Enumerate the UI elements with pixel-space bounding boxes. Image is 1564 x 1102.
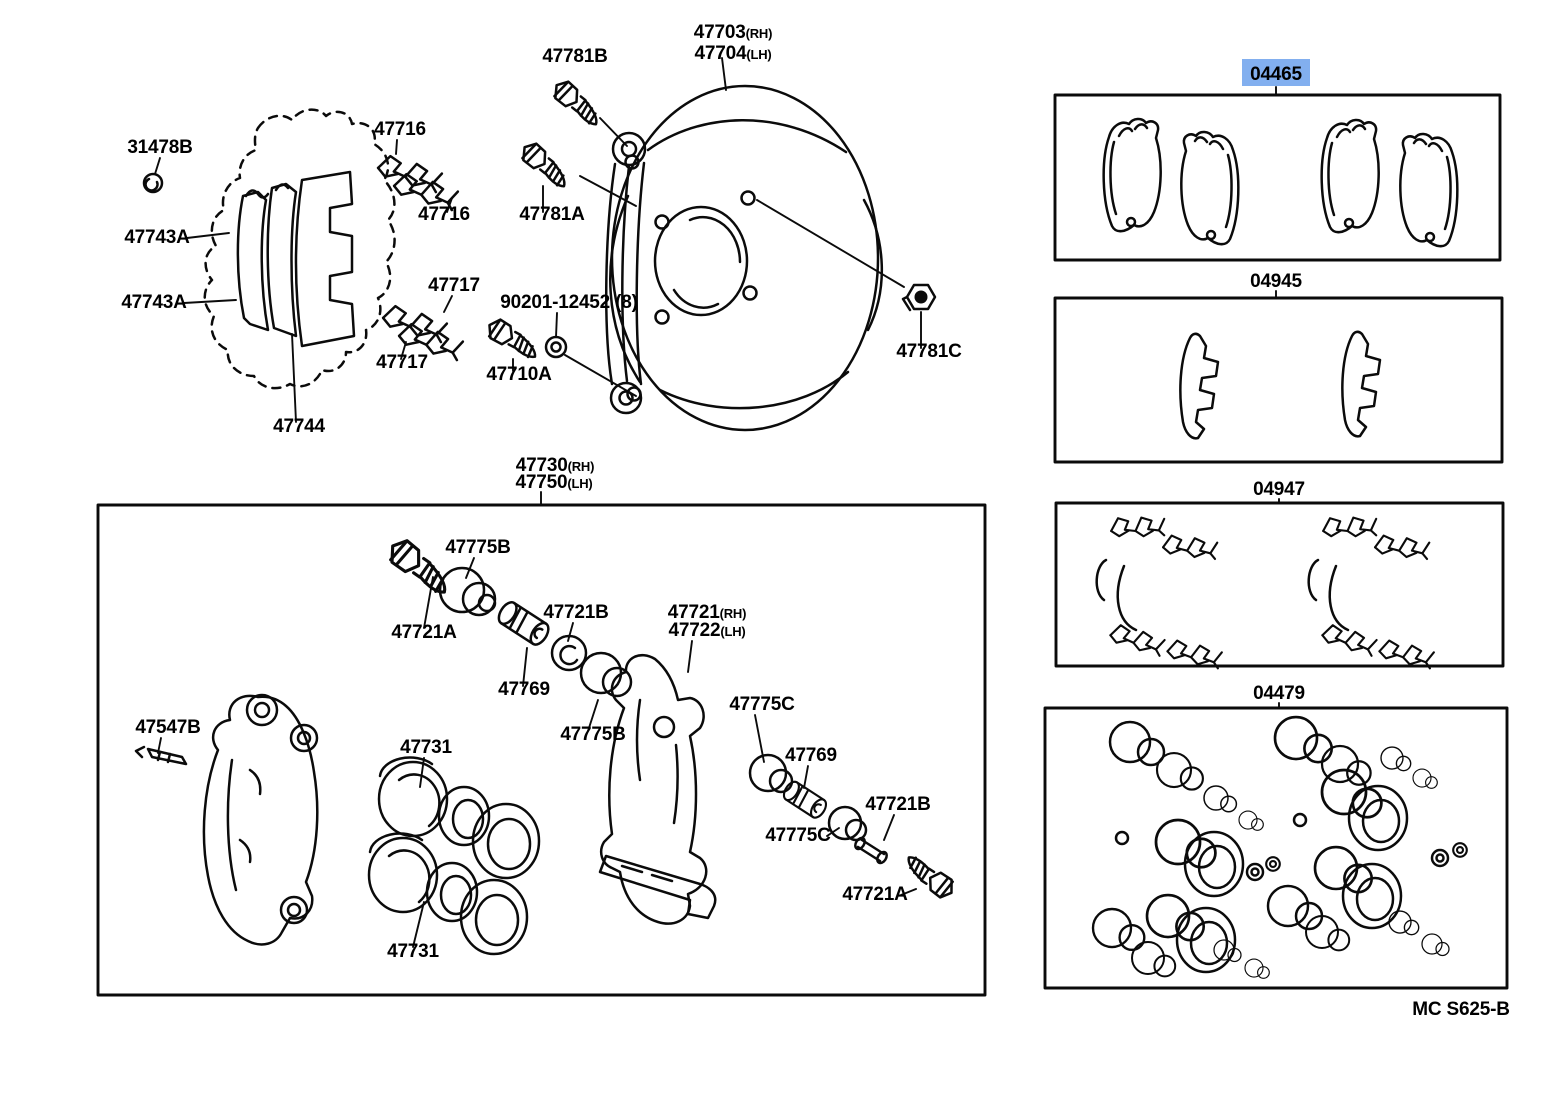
part-label-47775B-b: 47775B — [560, 724, 625, 745]
pin-bolt-47721A-2-illustration — [898, 852, 959, 903]
shim-kit-contents — [1179, 330, 1382, 440]
bleeder-plug-47781B-illustration — [548, 76, 608, 129]
bleeder-screw-47547B-illustration — [134, 745, 188, 766]
part-label-47703-rh: 47703(RH) — [694, 22, 772, 43]
part-label-47775B-a: 47775B — [445, 537, 510, 558]
boot-47775C-2-illustration — [827, 805, 868, 842]
part-label-47721B-a: 47721B — [543, 602, 608, 623]
drawing-code: MC S625-B — [1412, 999, 1509, 1020]
cylinder-assembly-box — [96, 503, 987, 997]
brake-pads-47743A-illustration — [236, 170, 356, 348]
dust-cover-illustration — [605, 84, 883, 432]
kit-label-04479: 04479 — [1253, 683, 1305, 704]
part-label-31478B: 31478B — [127, 137, 192, 158]
bleeder-plug-47781A-illustration — [516, 138, 576, 191]
kit-label-04465-highlighted: 04465 — [1250, 64, 1302, 85]
pistons-47731-illustration — [367, 756, 541, 956]
part-label-47775C-b: 47775C — [765, 825, 831, 846]
part-label-47781C: 47781C — [896, 341, 962, 362]
part-label-47769-b: 47769 — [785, 745, 837, 766]
part-label-47769-a: 47769 — [498, 679, 550, 700]
caliper-body-illustration — [202, 693, 319, 946]
part-label-47721A-b: 47721A — [842, 884, 908, 905]
part-label-47781B: 47781B — [542, 46, 607, 67]
lock-nut-47781C-illustration — [901, 283, 937, 312]
highlight-background — [1242, 59, 1310, 86]
part-label-47722-lh: 47722(LH) — [668, 620, 745, 641]
boot-47775C-1-illustration — [748, 753, 794, 794]
bushing-47721B-1-illustration — [550, 634, 588, 672]
part-label-47721B-b: 47721B — [865, 794, 930, 815]
part-label-47744: 47744 — [273, 416, 325, 437]
cylinder-kit-contents — [1091, 715, 1468, 979]
part-label-47721-rh: 47721(RH) — [668, 602, 746, 623]
part-label-47721A-a: 47721A — [391, 622, 457, 643]
fitting-kit-contents — [1095, 507, 1436, 670]
part-label-47547B: 47547B — [135, 717, 200, 738]
part-labels: 47703(RH) 47704(LH) 47781B 31478B 47716 … — [121, 22, 962, 962]
part-label-47775C-a: 47775C — [729, 694, 795, 715]
boot-47775B-1-illustration — [438, 566, 497, 617]
part-label-47717-a: 47717 — [428, 275, 480, 296]
pad-kit-contents — [1102, 117, 1459, 248]
part-label-47743A-a: 47743A — [124, 227, 190, 248]
fitting-bolt-47710A-illustration — [483, 315, 544, 362]
pad-kit-panel — [1053, 93, 1502, 262]
part-label-47730-rh: 47730(RH) — [516, 455, 594, 476]
cylinder-kit-panel — [1043, 706, 1509, 990]
shim-kit-panel — [1053, 296, 1504, 464]
part-label-47717-b: 47717 — [376, 352, 428, 373]
mounting-bracket-47721-illustration — [598, 654, 717, 925]
kit-label-04947: 04947 — [1253, 479, 1305, 500]
boot-47775B-2-illustration — [579, 651, 633, 698]
kit-panel-labels: 04465 04945 04947 04479 — [1242, 59, 1310, 704]
bushing-pin-47721B-2-illustration — [854, 836, 888, 865]
part-label-90201-12452: 90201-12452 (8) — [500, 292, 638, 313]
part-label-47716-a: 47716 — [374, 119, 426, 140]
leader-lines — [154, 57, 1280, 948]
kit-label-04945: 04945 — [1250, 271, 1302, 292]
part-label-47710A: 47710A — [486, 364, 552, 385]
part-label-47704-lh: 47704(LH) — [694, 43, 771, 64]
caliper-assembly-ghost — [203, 108, 396, 390]
part-label-47716-b: 47716 — [418, 204, 470, 225]
retainer-ring-31478B-illustration — [142, 172, 164, 194]
part-label-47731-a: 47731 — [400, 737, 452, 758]
part-label-47781A: 47781A — [519, 204, 585, 225]
part-label-47743A-b: 47743A — [121, 292, 187, 313]
part-label-47731-b: 47731 — [387, 941, 439, 962]
washer-90201-illustration — [544, 335, 568, 359]
part-label-47750-lh: 47750(LH) — [515, 472, 592, 493]
